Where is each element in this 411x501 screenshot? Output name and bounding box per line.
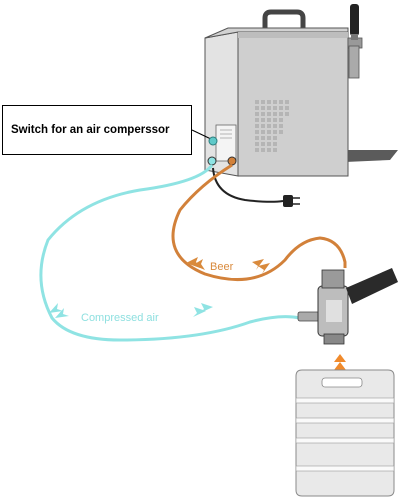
vent-hole [267,130,271,134]
beer-cooler-dispenser [204,4,398,177]
beer-port [227,156,237,166]
vent-hole [267,136,271,140]
air-flow-arrow-left [49,303,69,318]
air-flow-arrow-right [193,303,213,317]
vent-hole [279,106,283,110]
vent-hole [273,130,277,134]
vent-hole [261,106,265,110]
vent-hole [273,106,277,110]
keg-flow-arrow [334,354,346,370]
vent-hole [285,106,289,110]
compressed-air-line [39,164,301,342]
vent-hole [261,124,265,128]
vent-hole [267,142,271,146]
vent-hole [255,124,259,128]
vent-hole [255,100,259,104]
vent-hole [279,124,283,128]
vent-hole [279,112,283,116]
vent-hole [285,112,289,116]
vent-hole [255,142,259,146]
vent-hole [267,118,271,122]
compressed-air-label: Compressed air [81,312,159,324]
vent-hole [279,100,283,104]
vent-hole [255,136,259,140]
keg-coupler [297,268,398,345]
vent-hole [273,112,277,116]
air-port [207,156,217,166]
vent-hole [261,118,265,122]
vent-hole [261,100,265,104]
vent-hole [255,118,259,122]
vent-hole [273,100,277,104]
vent-hole [255,130,259,134]
air-switch [208,136,218,146]
keg-handle-slot [321,377,363,388]
beer-flow-arrow-left [186,257,205,270]
vent-hole [255,112,259,116]
vent-hole [267,112,271,116]
vent-hole [279,130,283,134]
vent-hole [261,130,265,134]
vent-hole [273,118,277,122]
vent-hole [267,124,271,128]
vent-hole [273,142,277,146]
beer-line [171,163,347,281]
vent-hole [267,106,271,110]
vent-hole [279,118,283,122]
drip-tray [345,150,398,162]
vent-hole [273,148,277,152]
vent-hole [261,112,265,116]
vent-hole [273,124,277,128]
beer-flow-arrow-right [252,259,270,274]
vent-hole [255,148,259,152]
vent-hole [267,148,271,152]
vent-hole [261,148,265,152]
vent-hole [273,136,277,140]
tap-handle [350,4,359,36]
vent-hole [261,136,265,140]
coupler-handle [346,268,398,304]
callout-text: Switch for an air comperssor [11,124,170,136]
power-plug [283,195,293,207]
vent-hole [267,100,271,104]
beer-label: Beer [210,261,234,273]
power-cord [212,167,284,203]
compressor-switch-callout: Switch for an air comperssor [2,105,192,155]
beer-keg [295,369,395,497]
vent-hole [255,106,259,110]
vent-hole [261,142,265,146]
vent-hole [285,100,289,104]
